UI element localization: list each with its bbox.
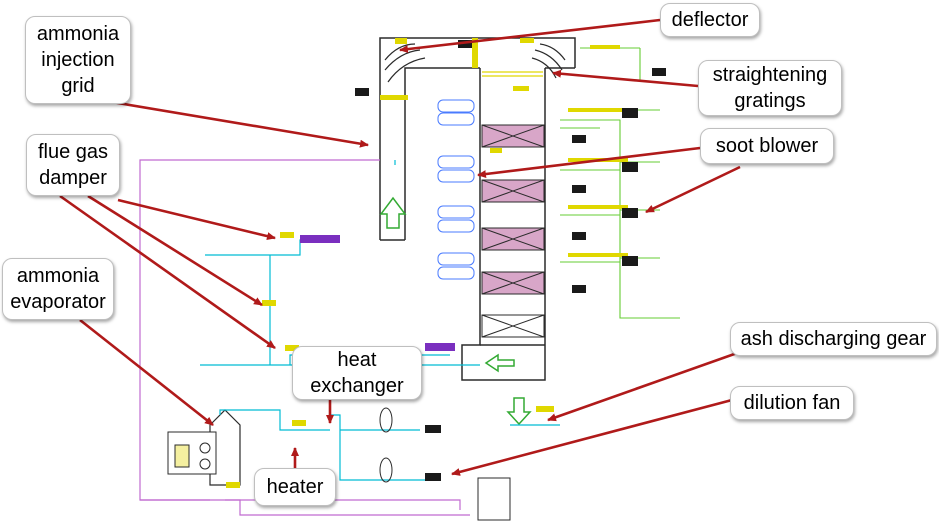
catalyst-module-tags	[437, 99, 475, 280]
label-heat-exchanger: heat exchanger	[292, 346, 422, 400]
label-ammonia-evaporator: ammonia evaporator	[2, 258, 114, 320]
label-ash-discharging-gear: ash discharging gear	[730, 322, 937, 356]
flue-flow-arrows	[379, 196, 532, 426]
instrument-tags	[226, 38, 628, 488]
label-soot-blower: soot blower	[700, 128, 834, 164]
label-ammonia-injection-grid: ammonia injection grid	[25, 16, 131, 104]
label-straightening-gratings: straightening gratings	[698, 60, 842, 116]
dilution-fans	[379, 407, 511, 521]
catalyst-layers	[481, 124, 545, 338]
label-dilution-fan: dilution fan	[730, 386, 854, 420]
ammonia-line	[139, 159, 470, 516]
ammonia-evaporator-unit	[167, 409, 330, 486]
callout-arrows	[59, 18, 741, 476]
label-heater: heater	[254, 468, 336, 506]
label-flue-gas-damper: flue gas damper	[26, 134, 120, 196]
reactor-vessel	[379, 37, 576, 381]
label-deflector: deflector	[660, 3, 760, 37]
steam-lines	[560, 47, 680, 319]
straightening-grating	[482, 71, 543, 77]
status-boxes	[300, 40, 666, 481]
